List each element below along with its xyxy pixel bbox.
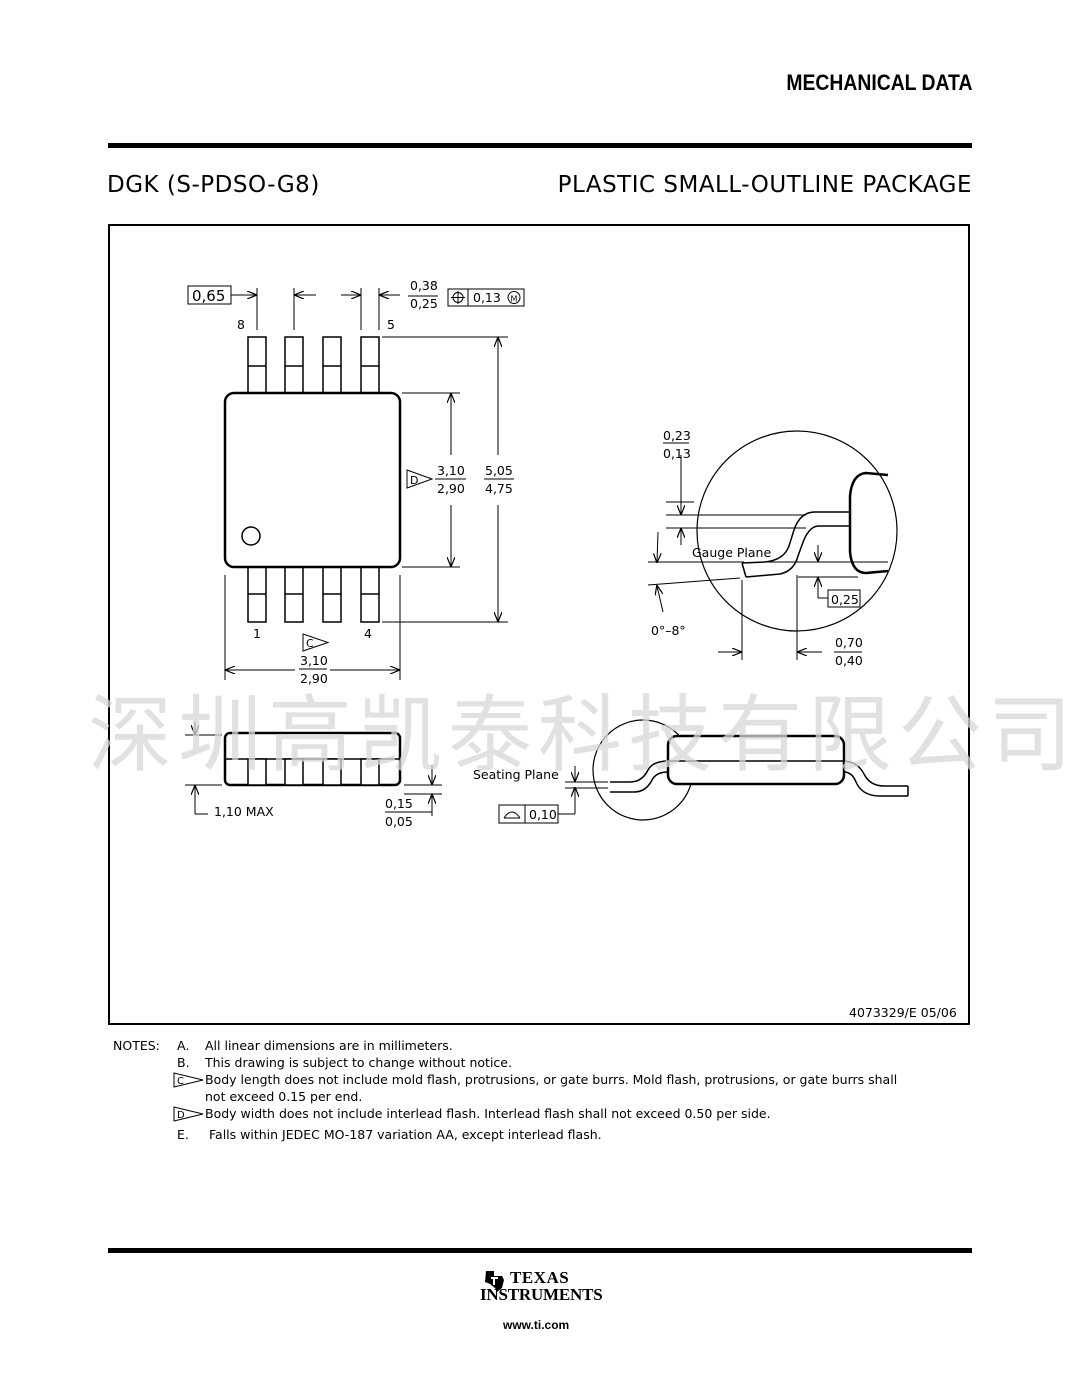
coplanarity-value: 0,10 <box>529 807 557 822</box>
mmc-symbol: M <box>511 295 518 304</box>
body-width-max: 3,10 <box>437 463 465 478</box>
body-length-max: 3,10 <box>300 653 328 668</box>
flag-c-icon: C <box>173 1072 204 1088</box>
footer-url[interactable]: www.ti.com <box>503 1318 570 1332</box>
position-tolerance: 0,13 <box>473 290 501 305</box>
drawing-frame <box>108 224 970 1025</box>
notes-label: NOTES: <box>113 1038 160 1053</box>
gauge-plane-value: 0,25 <box>831 592 859 607</box>
package-name: PLASTIC SMALL-OUTLINE PACKAGE <box>557 172 972 198</box>
flag-d-letter: D <box>177 1110 185 1121</box>
standoff-max: 0,15 <box>385 796 413 811</box>
package-code: DGK (S-PDSO-G8) <box>107 172 320 198</box>
seating-plane-label: Seating Plane <box>473 767 559 782</box>
lead-width-min: 0,25 <box>410 296 438 311</box>
top-rule <box>108 143 972 148</box>
foot-length-max: 0,70 <box>835 635 863 650</box>
note-text: not exceed 0.15 per end. <box>205 1089 363 1104</box>
top-view <box>187 285 525 680</box>
bottom-rule <box>108 1248 972 1253</box>
ti-brand-line1: Texas <box>510 1268 570 1287</box>
body-width-min: 2,90 <box>437 481 465 496</box>
lead-width-max: 0,38 <box>410 278 438 293</box>
note-key: E. <box>177 1127 189 1142</box>
note-text: This drawing is subject to change withou… <box>205 1055 512 1070</box>
pin1-indicator <box>241 526 261 546</box>
overall-width-min: 4,75 <box>485 481 513 496</box>
note-key: B. <box>177 1055 190 1070</box>
document-number: 4073329/E 05/06 <box>849 1005 957 1020</box>
foot-length-min: 0,40 <box>835 653 863 668</box>
note-text: Body length does not include mold flash,… <box>205 1072 898 1087</box>
pin-4-label: 4 <box>364 626 372 641</box>
watermark: 深圳高凯泰科技有限公司 <box>88 686 1079 784</box>
angle-label: 0°–8° <box>651 623 686 638</box>
ti-brand-line2: Instruments <box>480 1285 603 1304</box>
lead-thickness-min: 0,13 <box>663 446 691 461</box>
body-width-flag: D <box>410 474 418 487</box>
pin-5-label: 5 <box>387 317 395 332</box>
note-text: All linear dimensions are in millimeters… <box>205 1038 453 1053</box>
gauge-plane-label: Gauge Plane <box>692 545 771 560</box>
seating-view <box>498 719 909 824</box>
height-max: 1,10 MAX <box>214 804 274 819</box>
pin-1-label: 1 <box>253 626 261 641</box>
flag-d-icon: D <box>173 1106 204 1122</box>
overall-width-max: 5,05 <box>485 463 513 478</box>
ti-logo: Texas Instruments <box>478 1268 608 1318</box>
pin-8-label: 8 <box>237 317 245 332</box>
side-view <box>185 722 442 816</box>
detail-view <box>647 430 898 660</box>
note-key: A. <box>177 1038 190 1053</box>
body-length-flag: C <box>306 637 314 650</box>
standoff-min: 0,05 <box>385 814 413 829</box>
pitch-value: 0,65 <box>192 287 225 305</box>
flag-c-letter: C <box>177 1076 184 1087</box>
note-text: Body width does not include interlead fl… <box>205 1106 771 1121</box>
note-text: Falls within JEDEC MO-187 variation AA, … <box>209 1127 602 1142</box>
package-body <box>223 391 402 569</box>
lead-thickness-max: 0,23 <box>663 428 691 443</box>
section-title: MECHANICAL DATA <box>785 70 972 95</box>
body-length-min: 2,90 <box>300 671 328 686</box>
ti-state-icon <box>485 1271 504 1292</box>
